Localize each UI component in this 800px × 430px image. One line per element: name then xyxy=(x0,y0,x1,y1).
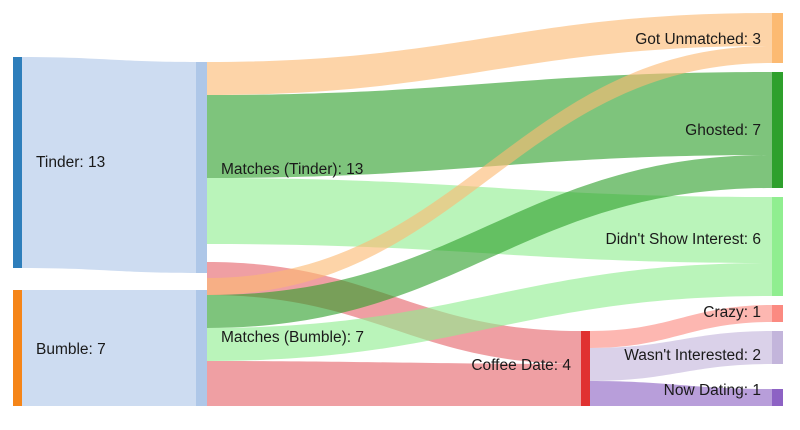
sankey-node-matches_bumble[interactable] xyxy=(196,290,207,406)
node-label-matches_tinder: Matches (Tinder): 13 xyxy=(221,161,363,178)
flow-link-coffee_date-to-crazy[interactable] xyxy=(590,305,772,348)
sankey-node-no_interest[interactable] xyxy=(772,197,783,296)
node-label-matches_bumble: Matches (Bumble): 7 xyxy=(221,329,364,346)
sankey-node-bumble[interactable] xyxy=(13,290,22,406)
node-label-no_interest: Didn't Show Interest: 6 xyxy=(606,231,761,248)
flow-link-matches_bumble-to-got_unmatched[interactable] xyxy=(207,46,772,295)
node-label-coffee_date: Coffee Date: 4 xyxy=(471,357,571,374)
node-label-got_unmatched: Got Unmatched: 3 xyxy=(635,31,761,48)
node-label-bumble: Bumble: 7 xyxy=(36,341,106,358)
sankey-node-wasnt_interested[interactable] xyxy=(772,331,783,364)
sankey-node-got_unmatched[interactable] xyxy=(772,13,783,63)
flow-link-matches_tinder-to-got_unmatched[interactable] xyxy=(207,13,772,95)
flow-link-matches_tinder-to-coffee_date[interactable] xyxy=(207,262,581,364)
flow-nodes-layer xyxy=(13,13,783,406)
flow-link-coffee_date-to-now_dating[interactable] xyxy=(590,381,772,406)
flow-link-matches_bumble-to-ghosted[interactable] xyxy=(207,155,772,328)
sankey-node-now_dating[interactable] xyxy=(772,389,783,406)
node-label-ghosted: Ghosted: 7 xyxy=(685,122,761,139)
node-label-now_dating: Now Dating: 1 xyxy=(664,382,761,399)
node-label-wasnt_interested: Wasn't Interested: 2 xyxy=(624,347,761,364)
flow-link-matches_bumble-to-no_interest[interactable] xyxy=(207,263,772,361)
node-labels-layer: Tinder: 13 Bumble: 7 Matches (Tinder): 13 M… xyxy=(36,31,761,399)
flow-link-matches_tinder-to-ghosted[interactable] xyxy=(207,72,772,178)
flow-link-bumble-to-matches_bumble[interactable] xyxy=(22,290,196,406)
sankey-node-ghosted[interactable] xyxy=(772,72,783,188)
sankey-node-matches_tinder[interactable] xyxy=(196,62,207,273)
node-label-crazy: Crazy: 1 xyxy=(703,304,761,321)
sankey-node-coffee_date[interactable] xyxy=(581,331,590,406)
node-label-tinder: Tinder: 13 xyxy=(36,154,105,171)
flow-links-layer xyxy=(22,13,772,406)
flow-link-matches_bumble-to-coffee_date[interactable] xyxy=(207,361,581,406)
sankey-node-tinder[interactable] xyxy=(13,57,22,268)
sankey-node-crazy[interactable] xyxy=(772,305,783,322)
flow-link-coffee_date-to-wasnt_interested[interactable] xyxy=(590,331,772,381)
flow-link-tinder-to-matches_tinder[interactable] xyxy=(22,57,196,273)
